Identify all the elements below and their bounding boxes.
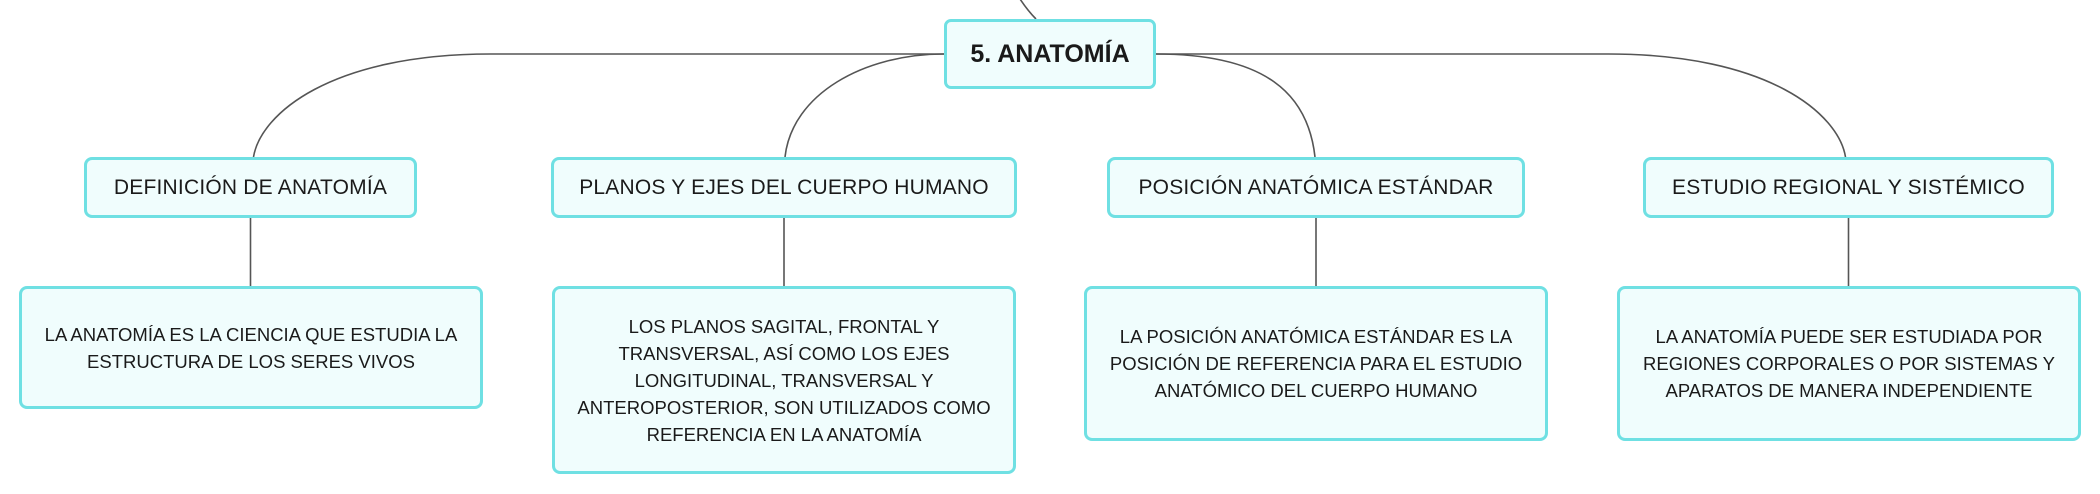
- detail-node-definicion[interactable]: LA ANATOMÍA ES LA CIENCIA QUE ESTUDIA LA…: [19, 286, 483, 409]
- parent-connector: [1019, 0, 1037, 20]
- detail-node-estudio[interactable]: LA ANATOMÍA PUEDE SER ESTUDIADA POR REGI…: [1617, 286, 2081, 441]
- connector-root-topic-3: [1156, 53, 1847, 158]
- connector-root-topic-2: [1155, 53, 1316, 158]
- topic-node-definicion[interactable]: DEFINICIÓN DE ANATOMÍA: [84, 157, 417, 218]
- topic-node-planos-ejes[interactable]: PLANOS Y EJES DEL CUERPO HUMANO: [551, 157, 1017, 218]
- topic-node-posicion[interactable]: POSICIÓN ANATÓMICA ESTÁNDAR: [1107, 157, 1525, 218]
- connector-root-topic-1: [784, 53, 945, 158]
- detail-node-planos-ejes[interactable]: LOS PLANOS SAGITAL, FRONTAL Y TRANSVERSA…: [552, 286, 1016, 474]
- connector-root-topic-0: [252, 53, 944, 158]
- topic-node-estudio[interactable]: ESTUDIO REGIONAL Y SISTÉMICO: [1643, 157, 2054, 218]
- detail-node-posicion[interactable]: LA POSICIÓN ANATÓMICA ESTÁNDAR ES LA POS…: [1084, 286, 1548, 441]
- root-node[interactable]: 5. ANATOMÍA: [944, 19, 1156, 89]
